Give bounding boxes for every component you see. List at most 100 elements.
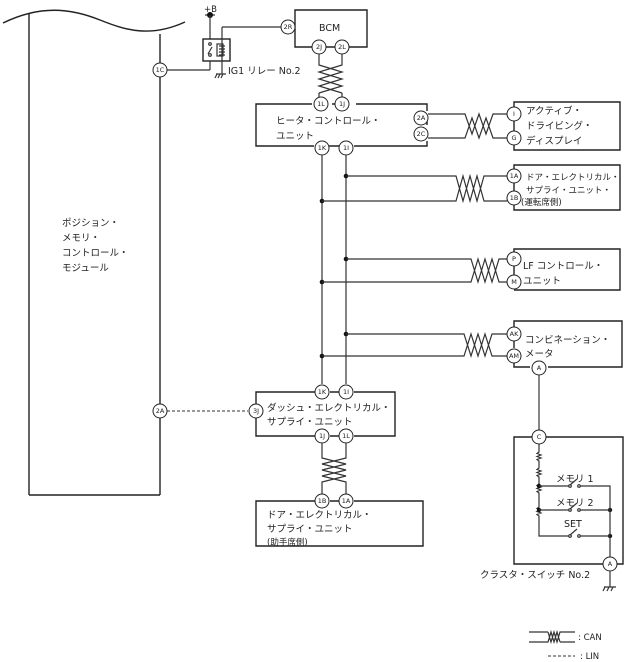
svg-text:1L: 1L [342, 432, 350, 440]
svg-text:アクティブ・: アクティブ・ [526, 105, 582, 117]
can-twist-meter [322, 332, 507, 358]
position-memory-label-1: ポジション・ [62, 218, 119, 229]
svg-text:AK: AK [510, 330, 519, 338]
svg-text:2R: 2R [284, 23, 293, 31]
dash-supply-unit: ダッシュ・エレクトリカル・ サプライ・ユニット [255, 391, 396, 437]
cluster-switch-label: クラスタ・スイッチ No.2 [480, 570, 590, 581]
svg-text:ディスプレイ: ディスプレイ [526, 135, 582, 147]
door-driver-unit: ドア・エレクトリカル・ サプライ・ユニット・ (運転席側) [513, 164, 621, 211]
legend-can-label: : CAN [578, 633, 602, 643]
svg-text:1L: 1L [317, 100, 325, 108]
pin-cs-c [531, 429, 547, 445]
svg-text:1A: 1A [510, 172, 519, 180]
power-label: +B [204, 5, 217, 15]
pin-dp-1b [314, 493, 330, 509]
door-passenger-unit: ドア・エレクトリカル・ サプライ・ユニット (助手席側) [255, 500, 424, 548]
active-driving-display: アクティブ・ ドライビング・ ディスプレイ [513, 101, 621, 151]
pin-pm-2a [152, 403, 168, 419]
svg-text:1B: 1B [510, 194, 519, 202]
pin-pm-1c [152, 62, 168, 78]
pin-ad-i [506, 106, 522, 122]
pin-lf-m [506, 274, 522, 290]
can-twist-hc-ad [428, 112, 507, 140]
svg-text:サプライ・ユニット・: サプライ・ユニット・ [526, 186, 611, 196]
svg-text:A: A [537, 364, 542, 372]
svg-text:2A: 2A [417, 114, 426, 122]
pin-ds-1i [338, 384, 354, 400]
svg-text:P: P [512, 255, 516, 263]
svg-text:サプライ・ユニット: サプライ・ユニット [267, 524, 353, 535]
svg-text:LF コントロール・: LF コントロール・ [523, 261, 603, 272]
svg-text:ダッシュ・エレクトリカル・: ダッシュ・エレクトリカル・ [267, 402, 391, 414]
cluster-switch: メモリ 1 メモリ 2 SET クラスタ・スイッチ No.2 [480, 436, 624, 581]
svg-text:ドア・エレクトリカル・: ドア・エレクトリカル・ [526, 173, 620, 183]
svg-text:1C: 1C [156, 66, 165, 74]
position-memory-module: ポジション・ メモリ・ コントロール・ モジュール [2, 9, 186, 496]
svg-text:C: C [537, 433, 542, 441]
pin-lf-p [506, 251, 522, 267]
pin-dd-1b [506, 190, 522, 206]
svg-text:1J: 1J [319, 432, 325, 440]
lf-control-unit: LF コントロール・ ユニット [513, 248, 621, 291]
legend: : CAN : LIN [529, 629, 602, 662]
can-twist-dash-door [321, 443, 347, 494]
pin-dp-1a [338, 493, 354, 509]
svg-text:ユニット: ユニット [523, 276, 561, 287]
can-twist-lf [322, 256, 507, 285]
position-memory-label-4: モジュール [62, 263, 109, 274]
svg-text:2J: 2J [316, 43, 322, 51]
svg-text:1J: 1J [339, 100, 345, 108]
ig1-relay: IG1 リレー No.2 [202, 38, 301, 77]
pin-dd-1a [506, 168, 522, 184]
pin-ad-g [506, 130, 522, 146]
ground-icon [602, 586, 616, 592]
svg-text:A: A [608, 560, 613, 568]
svg-text:I: I [513, 110, 515, 118]
svg-text:3J: 3J [253, 407, 259, 415]
pin-hc-2c [413, 126, 429, 142]
ground-icon [214, 73, 226, 79]
switch-set: SET [564, 519, 582, 530]
switch-memory-2: メモリ 2 [556, 498, 594, 509]
svg-text:ドア・エレクトリカル・: ドア・エレクトリカル・ [267, 510, 372, 521]
pin-hc-1j [334, 96, 350, 112]
svg-text:1I: 1I [343, 388, 349, 396]
svg-text:ユニット: ユニット [276, 131, 314, 142]
pin-hc-2a [413, 110, 429, 126]
can-twist-door-driver [322, 173, 507, 204]
svg-text:AM: AM [509, 352, 519, 360]
resistor-ladder-icon [535, 444, 543, 535]
svg-text:1K: 1K [318, 388, 327, 396]
pin-cm-ak [506, 326, 522, 342]
switch-memory-1: メモリ 1 [556, 474, 594, 485]
svg-text:コンビネーション・: コンビネーション・ [525, 335, 610, 346]
bcm: BCM [294, 9, 368, 48]
can-twist-bcm-hc [316, 54, 345, 97]
bcm-label: BCM [319, 23, 340, 34]
ig1-relay-label: IG1 リレー No.2 [228, 66, 301, 77]
svg-text:ドライビング・: ドライビング・ [526, 120, 593, 132]
svg-text:1K: 1K [318, 144, 327, 152]
svg-text:1B: 1B [318, 497, 327, 505]
position-memory-label-2: メモリ・ [62, 233, 100, 244]
pin-ds-1k [314, 384, 330, 400]
pin-cm-am [506, 348, 522, 364]
svg-text:1I: 1I [343, 144, 349, 152]
svg-text:(助手席側): (助手席側) [267, 537, 308, 548]
pin-hc-1l [313, 96, 329, 112]
svg-text:2C: 2C [417, 130, 426, 138]
position-memory-label-3: コントロール・ [62, 248, 129, 259]
svg-text:2L: 2L [338, 43, 346, 51]
svg-text:サプライ・ユニット: サプライ・ユニット [267, 417, 353, 428]
svg-text:G: G [511, 134, 516, 142]
svg-text:2A: 2A [156, 407, 165, 415]
legend-can-icon [529, 629, 575, 645]
svg-text:1A: 1A [342, 497, 351, 505]
pin-bcm-2r [280, 19, 296, 35]
combination-meter: コンビネーション・ メータ [513, 320, 623, 368]
pin-ds-3j [248, 403, 264, 419]
svg-text:メータ: メータ [525, 349, 554, 360]
svg-text:(運転席側): (運転席側) [521, 197, 562, 208]
svg-text:M: M [511, 278, 517, 286]
